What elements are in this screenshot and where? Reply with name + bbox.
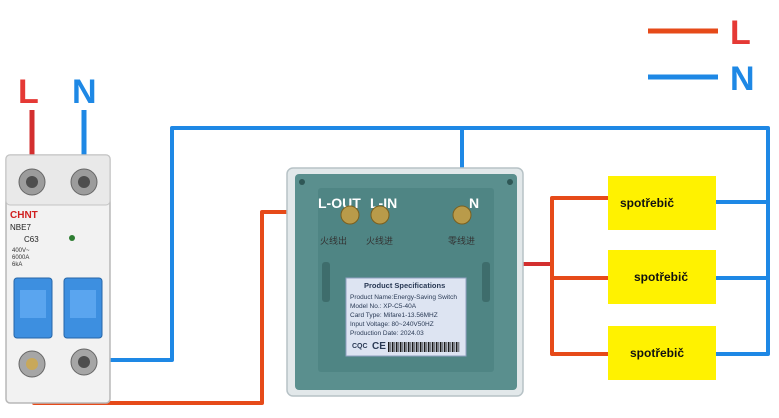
load-box-2: [608, 250, 716, 304]
spec-line-1: Product Name:Energy-Saving Switch: [350, 294, 457, 301]
spec-cert-cqc: CQC: [352, 343, 368, 350]
legend-live-label: L: [730, 14, 751, 52]
legend: L N: [648, 14, 755, 98]
spec-line-4: Input Voltage: 80~240V50HZ: [350, 321, 434, 328]
switch-slot-left: [322, 262, 330, 302]
breaker-indicator: [69, 235, 75, 241]
switch-cn-label-1: 火线出: [320, 235, 347, 246]
load-box-1: [608, 176, 716, 230]
breaker-screw-bottom-left-hole: [26, 358, 38, 370]
switch-n-label: N: [469, 195, 479, 211]
switch-screw-hole-top-right: [507, 179, 513, 185]
breaker-neutral-label: N: [72, 73, 97, 111]
breaker-screw-bottom-right-hole: [78, 356, 90, 368]
spec-line-3: Card Type: Mifare1-13.56MHZ: [350, 312, 438, 319]
spec-cert-ce: CE: [372, 341, 386, 352]
load-box-3: [608, 326, 716, 380]
switch-terminal-l-in: [370, 205, 390, 225]
switch-screw-hole-top-left: [299, 179, 305, 185]
breaker-toggle-right-lever: [70, 290, 96, 318]
spec-line-5: Production Date: 2024.03: [350, 330, 424, 337]
load-1: spotřebič: [608, 176, 716, 230]
breaker-live-label: L: [18, 73, 39, 111]
loads: spotřebič spotřebič spotřebič: [608, 176, 716, 380]
switch-terminal-n: [452, 205, 472, 225]
breaker-rating-1: 400V~: [12, 248, 30, 254]
switch-slot-right: [482, 262, 490, 302]
switch-cn-label-2: 火线进: [366, 235, 393, 246]
breaker-rating-3: 6kA: [12, 262, 22, 268]
load-2: spotřebič: [608, 250, 716, 304]
switch-terminal-l-out: [340, 205, 360, 225]
load-label-3: spotřebič: [630, 346, 684, 360]
breaker-screw-top-left-hole: [26, 176, 38, 188]
load-label-2: spotřebič: [634, 270, 688, 284]
legend-neutral-label: N: [730, 60, 755, 98]
switch-cn-label-3: 零线进: [448, 235, 475, 246]
breaker-curve: C63: [24, 235, 39, 244]
spec-line-2: Model No.: XP-C5-40A: [350, 303, 417, 310]
breaker-rating-2: 6000A: [12, 255, 29, 261]
spec-barcode: [388, 342, 460, 352]
breaker-screw-top-right-hole: [78, 176, 90, 188]
breaker-brand: CHNT: [10, 210, 38, 221]
spec-title: Product Specifications: [364, 281, 445, 290]
load-3: spotřebič: [608, 326, 716, 380]
load-label-1: spotřebič: [620, 196, 674, 210]
energy-saving-switch: L-OUT L-IN N 火线出 火线进 零线进 Product Specifi…: [286, 167, 524, 397]
circuit-breaker: L N CHNT NBE7 C63 400V~ 6000A 6kA: [5, 73, 111, 404]
breaker-toggle-left-lever: [20, 290, 46, 318]
wire-neutral-bus: [84, 126, 770, 362]
breaker-model: NBE7: [10, 223, 31, 232]
